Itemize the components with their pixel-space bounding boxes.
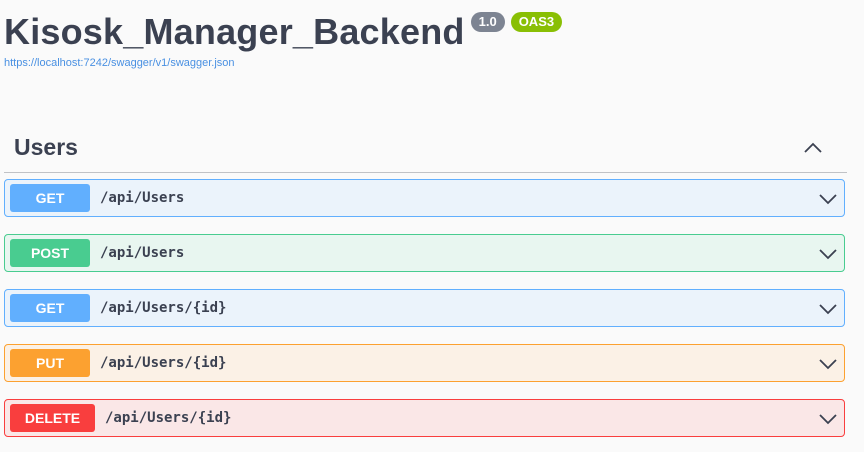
method-badge: POST (10, 239, 90, 267)
operation-get-users[interactable]: GET /api/Users (4, 179, 845, 217)
version-badge: 1.0 (470, 12, 505, 32)
api-title: Kisosk_Manager_Backend (4, 11, 465, 52)
chevron-down-icon[interactable] (818, 244, 838, 264)
swagger-json-link[interactable]: https://localhost:7242/swagger/v1/swagge… (4, 57, 235, 69)
tag-title: Users (14, 134, 78, 160)
tag-section-users[interactable]: Users (4, 126, 847, 173)
operation-path: /api/Users/{id} (100, 300, 227, 316)
chevron-down-icon[interactable] (818, 189, 838, 209)
operation-delete-user[interactable]: DELETE /api/Users/{id} (4, 399, 845, 437)
chevron-down-icon[interactable] (818, 354, 838, 374)
chevron-up-icon[interactable] (801, 138, 825, 158)
operation-get-user-by-id[interactable]: GET /api/Users/{id} (4, 289, 845, 327)
method-badge: DELETE (10, 404, 95, 432)
chevron-down-icon[interactable] (818, 299, 838, 319)
method-badge: GET (10, 294, 90, 322)
operation-path: /api/Users/{id} (100, 355, 227, 371)
operation-post-users[interactable]: POST /api/Users (4, 234, 845, 272)
info-header: Kisosk_Manager_Backend 1.0 OAS3 (4, 10, 563, 54)
operation-path: /api/Users/{id} (105, 410, 232, 426)
method-badge: PUT (10, 349, 90, 377)
oas-badge: OAS3 (510, 12, 563, 32)
operation-path: /api/Users (100, 190, 185, 206)
operation-put-user[interactable]: PUT /api/Users/{id} (4, 344, 845, 382)
method-badge: GET (10, 184, 90, 212)
operation-path: /api/Users (100, 245, 185, 261)
chevron-down-icon[interactable] (818, 409, 838, 429)
